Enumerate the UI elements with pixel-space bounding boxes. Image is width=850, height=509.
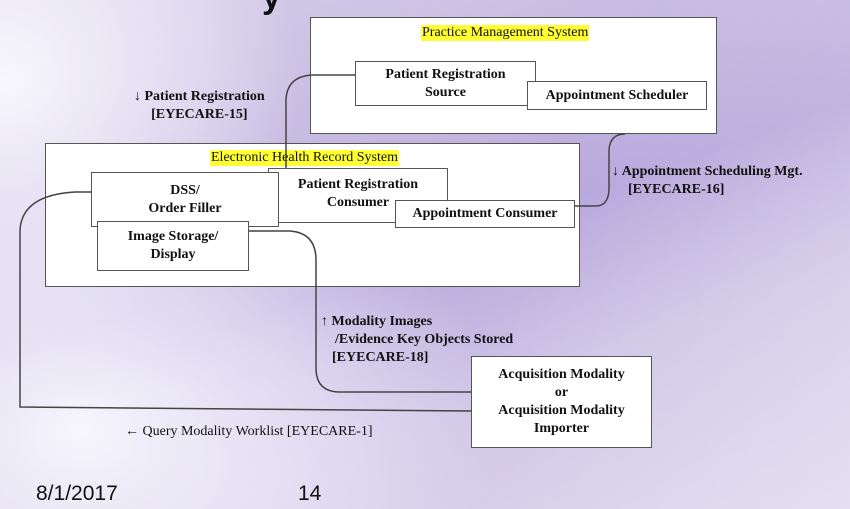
actor-label-line: Appointment Consumer bbox=[412, 206, 558, 221]
appointment-scheduler-actor[interactable]: Appointment Scheduler bbox=[527, 81, 707, 110]
appointment-consumer-actor[interactable]: Appointment Consumer bbox=[395, 200, 575, 228]
connector-appointment-scheduling bbox=[574, 133, 626, 207]
actor-label-line: Display bbox=[150, 247, 196, 262]
actor-label-line: Consumer bbox=[326, 195, 390, 210]
actor-label-line: Appointment Scheduler bbox=[545, 87, 689, 103]
actor-label-line: Image Storage/ bbox=[127, 229, 219, 244]
acquisition-modality-actor[interactable]: Acquisition Modality or Acquisition Moda… bbox=[471, 356, 652, 448]
transaction-label-line: /Evidence Key Objects Stored bbox=[335, 332, 514, 347]
actor-label-line: Acquisition Modality bbox=[498, 367, 625, 382]
transaction-label-line: Patient Registration bbox=[144, 89, 265, 104]
footer-page-number: 14 bbox=[298, 482, 322, 505]
ehr-system-title: Electronic Health Record System bbox=[210, 150, 399, 166]
actor-label-line: Acquisition Modality bbox=[498, 403, 625, 418]
transaction-modality-images: ↑ Modality Images /Evidence Key Objects … bbox=[321, 313, 513, 367]
patient-registration-source-actor[interactable]: Patient Registration Source bbox=[355, 61, 536, 106]
arrow-up-icon: ↑ bbox=[321, 314, 328, 329]
actor-label-line: Importer bbox=[533, 421, 590, 436]
actor-label-line: Patient Registration bbox=[297, 177, 419, 192]
practice-management-system-title: Practice Management System bbox=[421, 25, 590, 41]
transaction-label-line: [EYECARE-15] bbox=[151, 107, 248, 122]
connector-query-worklist bbox=[19, 191, 472, 412]
arrow-down-icon: ↓ bbox=[134, 89, 141, 104]
transaction-label-line: Appointment Scheduling Mgt. bbox=[621, 164, 803, 179]
footer-date: 8/1/2017 bbox=[36, 482, 118, 505]
image-storage-display-actor[interactable]: Image Storage/ Display bbox=[97, 221, 249, 271]
arrow-left-icon: ← bbox=[125, 424, 139, 439]
actor-label-line: or bbox=[554, 385, 569, 400]
actor-label-line: Patient Registration bbox=[385, 66, 506, 82]
transaction-query-worklist: ← Query Modality Worklist [EYECARE-1] bbox=[125, 423, 372, 441]
transaction-label-line: Modality Images bbox=[331, 314, 433, 329]
slide-title-fragment: y bbox=[262, 0, 281, 17]
transaction-label-line: [EYECARE-18] bbox=[332, 350, 429, 365]
connector-modality-images bbox=[249, 230, 471, 393]
actor-label-line: Source bbox=[425, 84, 466, 100]
dss-order-filler-actor[interactable]: DSS/ Order Filler bbox=[91, 172, 279, 227]
transaction-label-line: Query Modality Worklist [EYECARE-1] bbox=[142, 424, 373, 439]
arrow-down-icon: ↓ bbox=[612, 164, 619, 179]
connector-patient-registration bbox=[285, 74, 355, 168]
transaction-appointment-scheduling: ↓ Appointment Scheduling Mgt. [EYECARE-1… bbox=[612, 163, 803, 199]
transaction-patient-registration: ↓ Patient Registration [EYECARE-15] bbox=[134, 88, 265, 124]
transaction-label-line: [EYECARE-16] bbox=[628, 182, 725, 197]
actor-label-line: Order Filler bbox=[148, 200, 222, 216]
actor-label-line: DSS/ bbox=[170, 182, 200, 198]
